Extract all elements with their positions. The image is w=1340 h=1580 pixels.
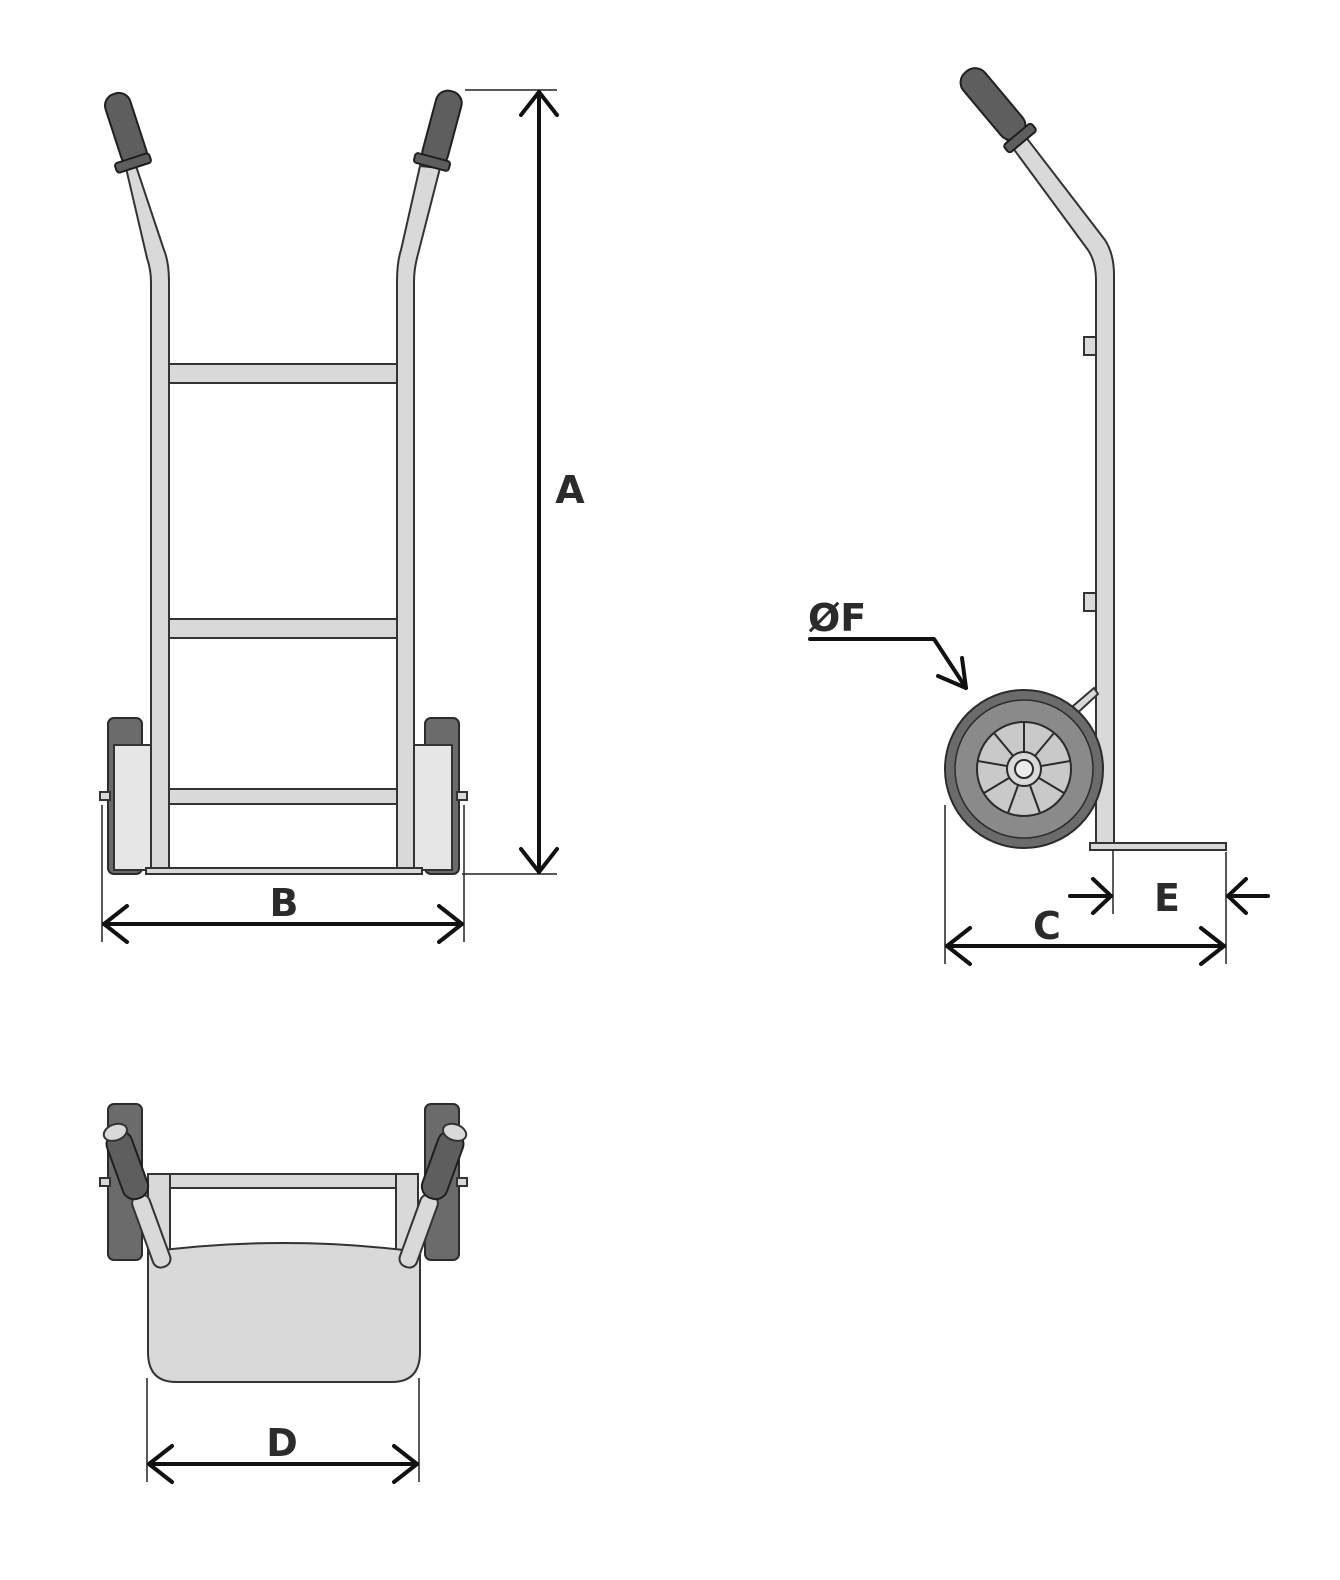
dim-c-right-arrow <box>1199 926 1226 966</box>
top-right-handle <box>398 1122 468 1269</box>
front-bottom-crossbar <box>168 788 398 805</box>
dim-label-e: E <box>1154 876 1180 920</box>
dim-e-right-arrow <box>1226 877 1248 915</box>
front-view: A B <box>99 89 585 944</box>
front-right-grip-collar <box>412 152 452 172</box>
dim-f-leader <box>808 637 968 690</box>
top-nose-plate <box>147 1242 421 1383</box>
dim-b-right-arrow <box>437 904 464 944</box>
side-grip-collar <box>1003 122 1037 154</box>
dim-a-top-arrow <box>519 90 559 117</box>
front-nose-plate-edge <box>145 867 423 875</box>
side-crossbar-stub-lower <box>1083 592 1097 612</box>
dim-label-d: D <box>266 1421 298 1465</box>
top-frame-crossbar <box>147 1173 419 1189</box>
dim-label-f: ØF <box>808 596 866 640</box>
top-left-handle <box>102 1122 172 1269</box>
front-top-crossbar <box>168 363 398 384</box>
front-right-axle <box>456 791 468 801</box>
dim-f-arrow <box>936 656 968 690</box>
front-left-axle <box>99 791 111 801</box>
side-crossbar-stub-top <box>1083 336 1097 356</box>
dim-d-left-arrow <box>147 1444 174 1484</box>
dim-c-left-arrow <box>945 926 972 966</box>
dim-label-a: A <box>555 468 585 512</box>
dim-d-right-arrow <box>392 1444 419 1484</box>
top-view: D <box>99 1103 468 1484</box>
dim-label-b: B <box>270 881 299 925</box>
side-wheel-axle <box>1014 759 1034 779</box>
dim-b-left-arrow <box>102 904 129 944</box>
side-view: ØF C E <box>808 67 1270 966</box>
side-nose-plate <box>1089 842 1227 851</box>
dim-a-bottom-arrow <box>519 847 559 874</box>
top-right-axle <box>456 1177 468 1187</box>
front-middle-crossbar <box>168 618 398 639</box>
front-left-grip-collar <box>114 152 152 174</box>
top-left-axle <box>99 1177 111 1187</box>
dim-e-left-arrow <box>1091 877 1113 915</box>
dim-label-c: C <box>1033 904 1061 948</box>
